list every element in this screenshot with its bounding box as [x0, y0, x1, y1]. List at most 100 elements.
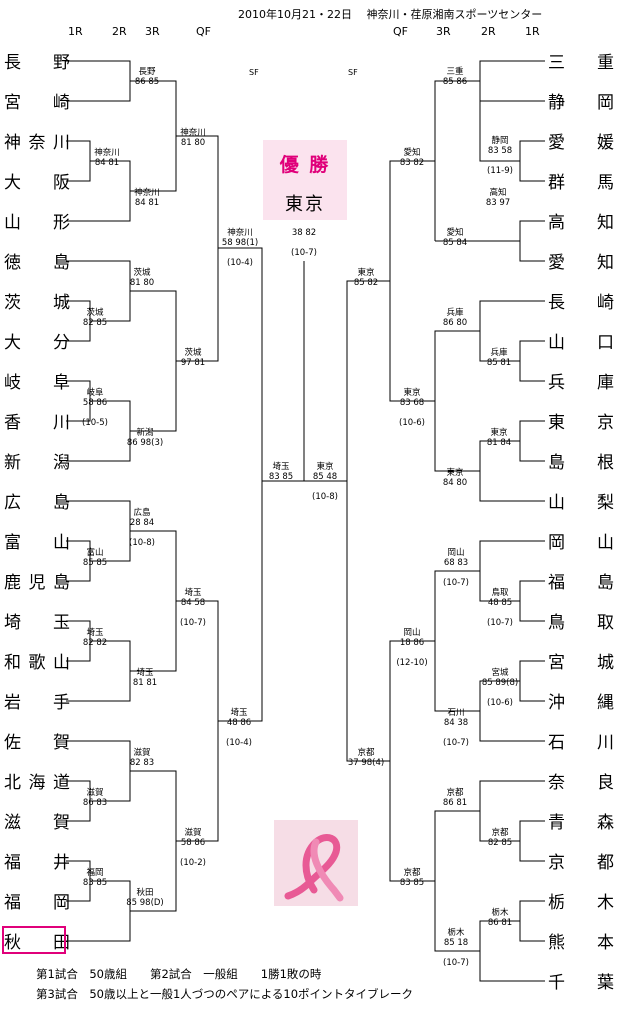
team-name-right: 愛知	[548, 252, 614, 273]
match-winner: 東京	[446, 468, 464, 478]
match-winner: 富山	[86, 548, 104, 558]
match-score: 48 86	[226, 718, 252, 728]
match-score: 85 89(8)	[481, 678, 519, 688]
round-label-3r: 3R	[145, 25, 160, 38]
bracket-line	[519, 420, 545, 462]
tiebreak-score: (10-2)	[180, 858, 206, 868]
team-name-right: 石川	[548, 732, 614, 753]
round-label-2r-right: 2R	[481, 25, 496, 38]
match-winner: 京都	[403, 868, 421, 878]
team-name-right: 京都	[548, 852, 614, 873]
match-score: 85 82	[353, 278, 379, 288]
team-name-left: 長野	[4, 52, 70, 73]
match-score: 84 58	[180, 598, 206, 608]
bracket-line	[218, 247, 263, 722]
match-winner: 広島	[133, 508, 151, 518]
team-name-left: 福岡	[4, 892, 70, 913]
tiebreak-score: (10-7)	[180, 618, 206, 628]
team-name-right: 栃木	[548, 892, 614, 913]
match-winner: 東京	[490, 428, 508, 438]
match-winner: 京都	[491, 828, 509, 838]
tiebreak-score: (11-9)	[487, 166, 513, 176]
bracket-line	[519, 820, 545, 862]
match-score: 84 81	[94, 158, 120, 168]
round-label-qf: QF	[196, 25, 211, 38]
match-winner: 滋賀	[184, 828, 202, 838]
team-name-left: 埼玉	[4, 612, 70, 633]
match-winner: 埼玉	[184, 588, 202, 598]
team-name-left: 大阪	[4, 172, 70, 193]
team-name-right: 沖縄	[548, 692, 614, 713]
match-score: 28 84	[129, 518, 155, 528]
match-winner: 静岡	[491, 136, 509, 146]
team-name-right: 三重	[548, 52, 614, 73]
team-name-right: 福島	[548, 572, 614, 593]
match-score: 83 97	[485, 198, 511, 208]
tiebreak-score: (10-4)	[226, 738, 252, 748]
team-name-left: 鹿児島	[4, 572, 70, 593]
match-winner: 東京	[316, 462, 334, 472]
match-score: 83 58	[487, 146, 513, 156]
match-score: 81 80	[180, 138, 206, 148]
match-score: 86 83	[82, 798, 108, 808]
match-winner: 神奈川	[227, 228, 253, 238]
team-name-right: 山口	[548, 332, 614, 353]
match-score: 85 86	[442, 77, 468, 87]
match-winner: 東京	[403, 388, 421, 398]
team-name-right: 奈良	[548, 772, 614, 793]
match-score: 37 98(4)	[347, 758, 385, 768]
match-winner: 鳥取	[491, 588, 509, 598]
bracket-line	[262, 261, 305, 482]
match-score: 68 83	[443, 558, 469, 568]
match-score: 82 85	[487, 838, 513, 848]
round-label-qf-right: QF	[393, 25, 408, 38]
bracket-line	[389, 640, 435, 882]
bracket-line	[304, 280, 390, 482]
bracket-line	[176, 135, 219, 362]
match-result: 38 82(10-7)	[280, 228, 328, 258]
tiebreak-score: (10-6)	[399, 418, 425, 428]
match-score: 83 82	[399, 158, 425, 168]
match-score: 85 48	[312, 472, 338, 482]
bracket-line	[66, 540, 91, 582]
match-winner: 茨城	[86, 308, 104, 318]
match-winner: 岐阜	[86, 388, 104, 398]
match-winner: 宮城	[491, 668, 509, 678]
match-score: 81 81	[132, 678, 158, 688]
team-name-left: 岩手	[4, 692, 70, 713]
match-score: 58 98(1)	[221, 238, 259, 248]
match-score: 82 83	[129, 758, 155, 768]
team-name-left: 新潟	[4, 452, 70, 473]
match-winner: 滋賀	[86, 788, 104, 798]
round-label-1r: 1R	[68, 25, 83, 38]
champion-label: 優 勝	[279, 154, 331, 176]
match-winner: 福岡	[86, 868, 104, 878]
match-score: 86 98(3)	[126, 438, 164, 448]
bracket-line	[479, 60, 545, 102]
team-name-left: 神奈川	[4, 132, 70, 153]
team-name-right: 群馬	[548, 172, 614, 193]
team-name-right: 山梨	[548, 492, 614, 513]
